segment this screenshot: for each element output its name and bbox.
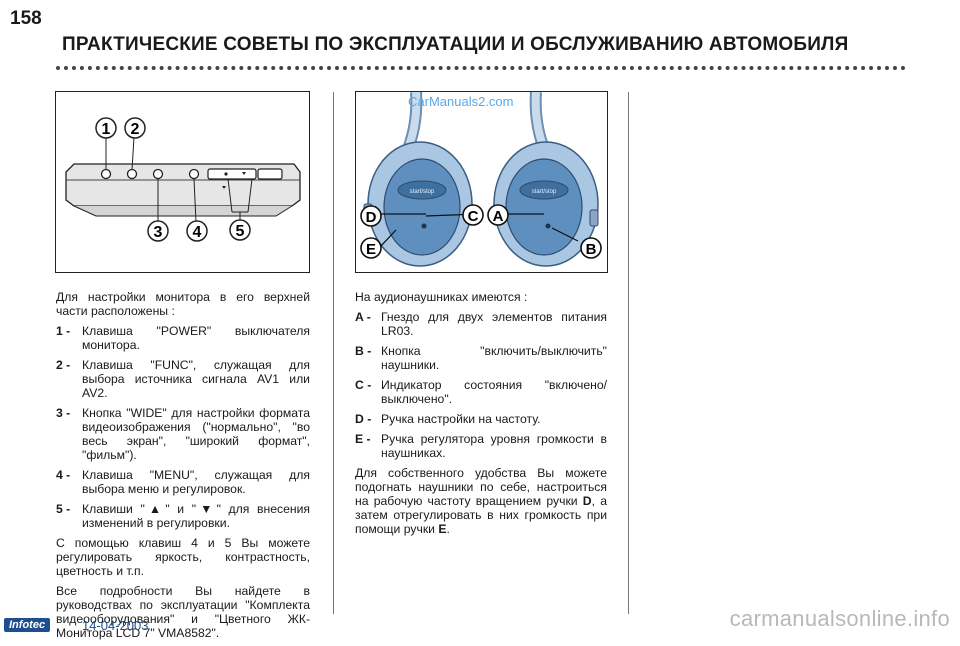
footer-date: 14-04-2003 [82, 618, 149, 633]
site-watermark: carmanualsonline.info [729, 606, 950, 631]
svg-text:C: C [468, 208, 479, 225]
svg-text:1: 1 [102, 121, 111, 138]
list-item: 1 - Клавиша "POWER" выключателя монитора… [56, 324, 310, 352]
left-paragraph-1: С помощью клавиш 4 и 5 Вы можете регулир… [56, 536, 310, 578]
wide-button-icon [152, 168, 164, 180]
right-intro: На аудионаушниках имеются : [355, 290, 528, 304]
callout-5: 5 [229, 219, 251, 241]
list-item: A - Гнездо для двух элементов питания LR… [355, 310, 607, 338]
callout-2: 2 [124, 117, 146, 139]
list-item: 5 - Клавиши "▲" и "▼" для внесения измен… [56, 502, 310, 530]
list-item: 3 - Кнопка "WIDE" для настройки формата … [56, 406, 310, 462]
column-divider-right [628, 92, 629, 614]
callout-e: E [360, 237, 382, 259]
headphones-figure: start/stop start/stop D C A E [355, 91, 608, 273]
callout-3: 3 [147, 220, 169, 242]
callout-d: D [360, 205, 382, 227]
right-column-text: На аудионаушниках имеются : A - Гнездо д… [355, 290, 607, 542]
arrow-down-icon: ▼ [196, 502, 217, 516]
svg-text:E: E [366, 241, 376, 258]
func-button-icon [126, 168, 138, 180]
headphones-illustration: start/stop start/stop D C A E [360, 91, 602, 267]
svg-text:A: A [493, 208, 504, 225]
list-item: B - Кнопка "включить/выключить" наушники… [355, 344, 607, 372]
list-item: 4 - Клавиша "MENU", служащая для выбора … [56, 468, 310, 496]
left-paragraph-2: Все подробности Вы найдете в руководства… [56, 584, 310, 640]
arrow-up-icon: ▲ [144, 502, 166, 516]
power-button-icon [100, 168, 112, 180]
callout-b: B [580, 237, 602, 259]
callout-1: 1 [95, 117, 117, 139]
svg-text:2: 2 [131, 121, 140, 138]
svg-text:start/stop: start/stop [532, 189, 557, 195]
list-item: E - Ручка регулятора уровня громкости в … [355, 432, 607, 460]
column-divider-left [333, 92, 334, 614]
list-item: D - Ручка настройки на частоту. [355, 412, 541, 426]
menu-button-icon [188, 168, 200, 180]
monitor-figure: 1 2 3 4 5 [55, 91, 310, 273]
page-title: ПРАКТИЧЕСКИЕ СОВЕТЫ ПО ЭКСПЛУАТАЦИИ И ОБ… [62, 34, 849, 55]
svg-text:3: 3 [154, 224, 163, 241]
svg-text:4: 4 [193, 224, 202, 241]
list-item: C - Индикатор состояния "включено/выключ… [355, 378, 607, 406]
svg-text:5: 5 [236, 223, 245, 240]
adjust-keys-icon [207, 168, 257, 180]
svg-text:B: B [586, 241, 597, 258]
page-number: 158 [10, 8, 42, 29]
left-column-text: Для настройки монитора в его верхней час… [56, 290, 310, 646]
callout-a: A [487, 204, 509, 226]
svg-text:start/stop: start/stop [410, 189, 435, 195]
header-dotted-rule [56, 66, 906, 70]
left-intro: Для настройки монитора в его верхней час… [56, 290, 310, 318]
callout-c: C [462, 204, 484, 226]
figure-watermark: CarManuals2.com [408, 94, 514, 109]
infotec-logo: Infotec [4, 618, 51, 632]
right-paragraph: Для собственного удобства Вы можете подо… [355, 466, 607, 536]
callout-4: 4 [186, 220, 208, 242]
monitor-illustration: 1 2 3 4 5 [65, 117, 301, 242]
list-item: 2 - Клавиша "FUNC", служащая для выбора … [56, 358, 310, 400]
svg-text:D: D [366, 209, 377, 226]
